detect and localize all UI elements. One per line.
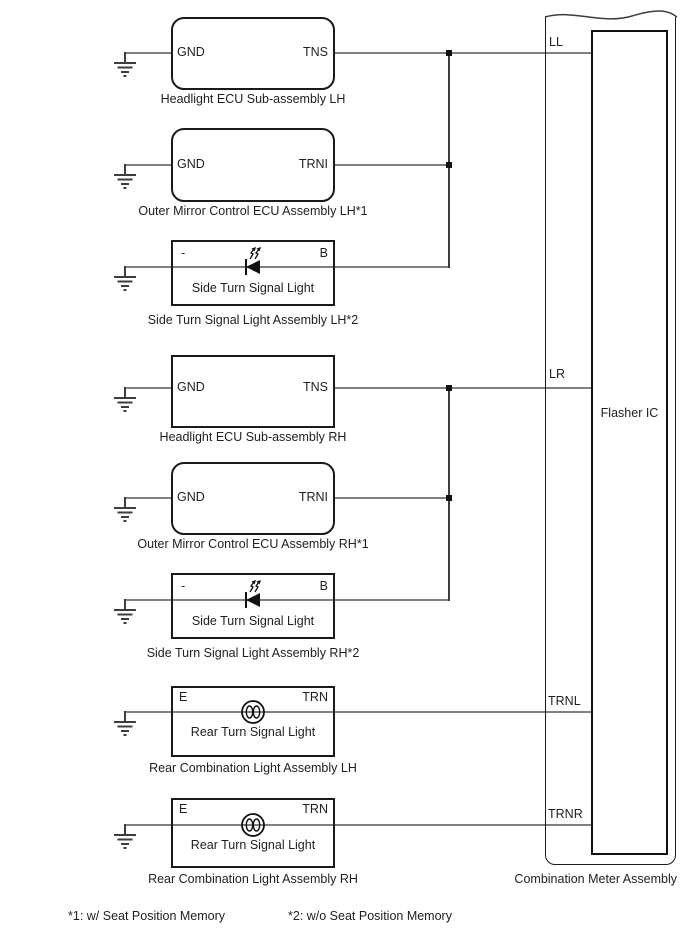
box-mirror-ecu-lh [171, 128, 335, 202]
inner-label: Side Turn Signal Light [191, 614, 315, 628]
led-icon [245, 247, 261, 275]
terminal-label: - [181, 246, 186, 260]
inner-label: Side Turn Signal Light [191, 281, 315, 295]
component-caption: Headlight ECU Sub-assembly LH [160, 92, 346, 106]
ground-icon [114, 164, 136, 189]
terminal-label: GND [177, 157, 205, 171]
junction-dot [446, 495, 452, 501]
terminal-label: B [319, 579, 328, 593]
component-caption: Side Turn Signal Light Assembly RH*2 [146, 646, 360, 660]
terminal-label: TNS [303, 380, 328, 394]
ground-icon [114, 824, 136, 849]
terminal-label: E [179, 802, 188, 816]
wire-rear-rh-to-trnr [125, 824, 591, 826]
meter-terminal-trnr: TRNR [548, 807, 583, 821]
component-caption: Rear Combination Light Assembly RH [148, 872, 358, 886]
ground-icon [114, 711, 136, 736]
component-caption: Headlight ECU Sub-assembly RH [159, 430, 347, 444]
bulb-icon [241, 813, 265, 837]
terminal-label: TRNI [298, 157, 328, 171]
component-caption: Rear Combination Light Assembly LH [149, 761, 357, 775]
box-rear-combination-lh [171, 686, 335, 757]
wire-gnd-mirror-lh [125, 164, 173, 166]
box-side-turn-rh [171, 573, 335, 639]
wire-tns-rh-to-lr [333, 387, 591, 389]
wire-gnd-mirror-rh [125, 497, 173, 499]
terminal-label: GND [177, 490, 205, 504]
terminal-label: TRN [302, 690, 328, 704]
component-caption: Outer Mirror Control ECU Assembly LH*1 [138, 204, 368, 218]
box-headlight-ecu-rh [171, 355, 335, 428]
footnote-2: *2: w/o Seat Position Memory [288, 909, 452, 923]
ground-icon [114, 387, 136, 412]
terminal-label: B [319, 246, 328, 260]
meter-terminal-lr: LR [549, 367, 565, 381]
flasher-ic-label: Flasher IC [600, 406, 659, 420]
box-mirror-ecu-rh [171, 462, 335, 535]
wire-sideturn-rh [125, 599, 450, 601]
wire-trni-lh-branch [333, 164, 450, 166]
flasher-ic-box [591, 30, 668, 855]
footnote-1: *1: w/ Seat Position Memory [68, 909, 226, 923]
terminal-label: TRN [302, 802, 328, 816]
inner-label: Rear Turn Signal Light [190, 838, 316, 852]
junction-dot [446, 162, 452, 168]
box-headlight-ecu-lh [171, 17, 335, 90]
led-icon [245, 580, 261, 608]
terminal-label: TNS [303, 45, 328, 59]
meter-caption: Combination Meter Assembly [514, 872, 677, 886]
bulb-icon [241, 700, 265, 724]
junction-dot [446, 385, 452, 391]
junction-vertical-lr [448, 387, 450, 601]
ground-icon [114, 266, 136, 291]
terminal-label: TRNI [298, 490, 328, 504]
component-caption: Outer Mirror Control ECU Assembly RH*1 [137, 537, 369, 551]
wire-gnd-headlight-rh [125, 387, 173, 389]
combination-meter-box [545, 16, 676, 865]
wire-sideturn-lh [125, 266, 450, 268]
terminal-label: GND [177, 45, 205, 59]
meter-terminal-trnl: TRNL [548, 694, 581, 708]
ground-icon [114, 497, 136, 522]
wire-rear-lh-to-trnl [125, 711, 591, 713]
junction-dot [446, 50, 452, 56]
meter-terminal-ll: LL [549, 35, 563, 49]
terminal-label: E [179, 690, 188, 704]
ground-icon [114, 599, 136, 624]
component-caption: Side Turn Signal Light Assembly LH*2 [147, 313, 359, 327]
ground-icon [114, 52, 136, 77]
box-rear-combination-rh [171, 798, 335, 868]
wire-trni-rh-branch [333, 497, 450, 499]
torn-edge-wave [544, 10, 678, 20]
terminal-label: - [181, 579, 186, 593]
box-side-turn-lh [171, 240, 335, 306]
wire-tns-lh-to-ll [333, 52, 591, 54]
junction-vertical-ll [448, 52, 450, 268]
wire-gnd-headlight-lh [125, 52, 173, 54]
terminal-label: GND [177, 380, 205, 394]
inner-label: Rear Turn Signal Light [190, 725, 316, 739]
